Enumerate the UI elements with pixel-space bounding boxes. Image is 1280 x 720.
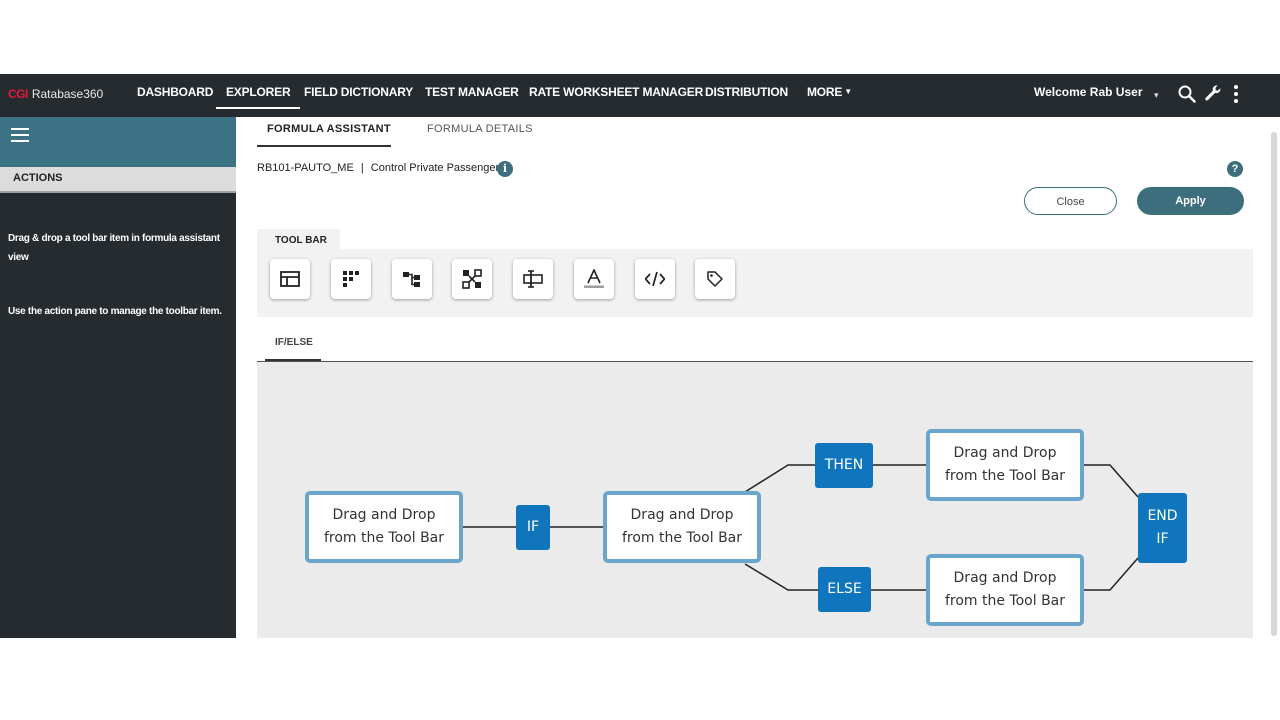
nav-item-more[interactable]: MORE▼ [807,85,852,99]
text-cursor-icon [523,270,543,288]
brand-product: Ratabase360 [31,87,104,101]
sidebar-help-text-1: Drag & drop a tool bar item in formula a… [8,233,220,263]
record-id: RB101-PAUTO_ME [257,162,354,174]
sidebar-tab-actions[interactable]: ACTIONS [0,167,236,193]
drop-zone-if-body[interactable]: Drag and Drop from the Tool Bar [603,491,761,563]
help-icon[interactable]: ? [1227,161,1243,177]
then-node[interactable]: THEN [815,443,873,488]
caret-down-icon: ▼ [844,87,852,96]
tab-formula-details[interactable]: FORMULA DETAILS [427,123,533,135]
close-button[interactable]: Close [1024,187,1117,215]
nav-item-test-manager[interactable]: TEST MANAGER [425,85,519,99]
kebab-menu-icon[interactable] [1232,84,1240,104]
end-if-node[interactable]: END IF [1138,493,1187,563]
if-else-tab-indicator [265,359,321,361]
drop-zone-condition[interactable]: Drag and Drop from the Tool Bar [305,491,463,563]
drop-zone-then[interactable]: Drag and Drop from the Tool Bar [926,429,1084,501]
brand-company: CGI [8,87,28,101]
toolbar-label: TOOL BAR [275,235,327,246]
tool-text-cursor[interactable] [513,259,553,299]
tag-icon [707,271,723,287]
else-node[interactable]: ELSE [818,567,871,612]
tool-hierarchy[interactable] [392,259,432,299]
apply-button[interactable]: Apply [1137,187,1244,215]
code-icon [645,271,665,287]
nav-item-rate-worksheet-manager[interactable]: RATE WORKSHEET MANAGER [529,85,704,99]
toolbar-tab[interactable]: TOOL BAR [257,229,340,250]
tab-formula-assistant[interactable]: FORMULA ASSISTANT [267,123,391,135]
flow-connectors [463,464,1139,591]
welcome-user: Welcome Rab User [1034,85,1143,99]
sidebar-header [0,117,236,167]
search-icon[interactable] [1178,85,1196,103]
tool-code[interactable] [635,259,675,299]
nav-item-field-dictionary[interactable]: FIELD DICTIONARY [304,85,414,99]
nav-more-label: MORE [807,85,843,99]
tool-grid-blocks[interactable] [331,259,371,299]
tab-if-else[interactable]: IF/ELSE [275,337,313,348]
tool-table[interactable] [270,259,310,299]
sidebar: ACTIONS Drag & drop a tool bar item in f… [0,117,236,638]
vertical-scrollbar[interactable] [1271,132,1277,636]
tool-tag[interactable] [695,259,735,299]
nav-item-explorer[interactable]: EXPLORER [215,85,301,109]
sidebar-tab-label: ACTIONS [13,172,63,184]
if-node[interactable]: IF [516,505,550,550]
font-color-icon [584,269,604,288]
user-menu-caret-icon[interactable]: ▾ [1154,90,1159,100]
canvas-divider [257,361,1253,362]
sidebar-help-text-2: Use the action pane to manage the toolba… [8,306,222,317]
nav-item-distribution[interactable]: DISTRIBUTION [705,85,788,99]
record-separator: | [360,162,364,174]
info-icon[interactable]: i [497,161,513,177]
network-icon [462,269,482,289]
wrench-icon[interactable] [1204,84,1222,102]
hamburger-menu-icon[interactable] [11,127,29,143]
nav-item-dashboard[interactable]: DASHBOARD [137,85,214,99]
drop-zone-else[interactable]: Drag and Drop from the Tool Bar [926,554,1084,626]
record-title: RB101-PAUTO_ME | Control Private Passeng… [257,162,499,174]
record-name: Control Private Passenger [370,162,500,174]
active-tab-indicator [257,145,391,147]
tool-network[interactable] [452,259,492,299]
tool-font-color[interactable] [574,259,614,299]
grid-blocks-icon [343,271,359,287]
table-icon [280,271,300,287]
hierarchy-icon [403,272,420,287]
